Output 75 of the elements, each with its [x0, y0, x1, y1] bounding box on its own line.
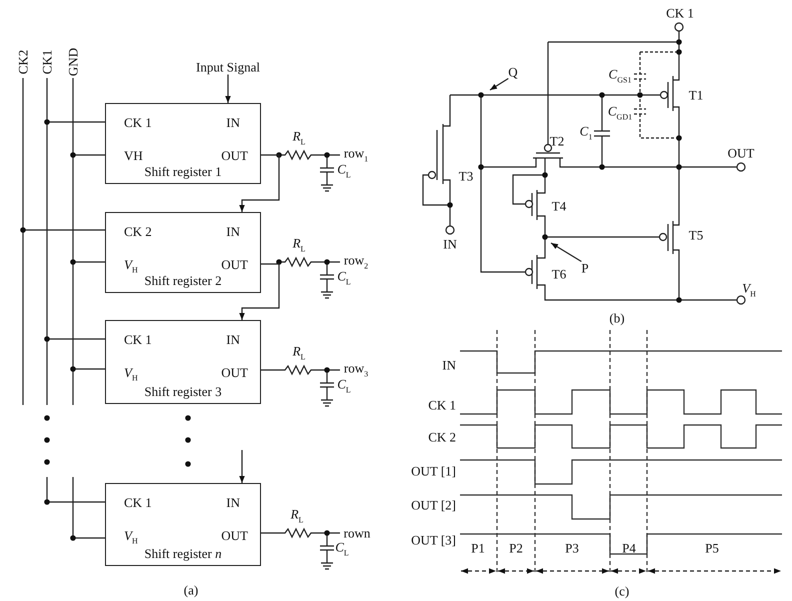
resistor-label: R$_{L}$ — [290, 508, 304, 524]
register-title: Shift register n — [143, 547, 223, 560]
phase-label: P4 — [622, 542, 636, 554]
terminal-label: IN — [443, 238, 457, 250]
port-label: V$_{H}$ — [124, 258, 138, 275]
signal-label: OUT [1] — [411, 464, 456, 478]
arrow — [239, 154, 280, 212]
arrow — [239, 263, 280, 320]
resistor-label: R$_{L}$ — [292, 236, 306, 254]
bus-label: CK2 — [16, 50, 30, 74]
terminal-label: CK 1 — [666, 6, 694, 20]
port-label: IN — [226, 225, 240, 238]
row-label: row$_{1}$ — [344, 146, 368, 164]
node-label: Q — [508, 66, 518, 78]
leader-line — [550, 242, 582, 262]
capacitor-label: C$_{L}$ — [335, 540, 349, 558]
port-label: IN — [226, 333, 240, 346]
signal-label: CK 1 — [428, 398, 456, 412]
phase-label: P3 — [565, 542, 579, 554]
port-label: IN — [226, 116, 240, 129]
capacitor-label: C$_{L}$ — [337, 378, 351, 394]
resistor-label: R$_{L}$ — [292, 130, 306, 146]
port-label: OUT — [221, 529, 248, 542]
port-label: VH — [124, 149, 143, 162]
phase-label: P5 — [705, 542, 719, 554]
port-label: OUT — [221, 149, 248, 162]
panel-label: (b) — [609, 312, 625, 324]
transistor-label: T1 — [688, 88, 704, 102]
arrow — [239, 450, 245, 483]
transistor-label: T6 — [552, 268, 566, 280]
port-label: V$_{H}$ — [124, 529, 138, 546]
capacitor-label: C$_{1}$ — [580, 124, 592, 142]
arrow — [225, 74, 231, 103]
register-title: Shift register 3 — [143, 385, 223, 398]
input-label: Input Signal — [196, 60, 260, 74]
capacitance-label: C$_{GD1}$ — [608, 104, 632, 122]
signal-label: IN — [442, 358, 456, 372]
port-label: IN — [226, 496, 240, 509]
transistor-label: T3 — [458, 170, 474, 182]
leader-line — [490, 78, 509, 90]
signal-label: OUT [3] — [411, 534, 456, 546]
port-label: CK 2 — [124, 225, 152, 238]
phase-label: P2 — [509, 542, 523, 554]
transistor-label: T4 — [552, 200, 566, 212]
port-label: OUT — [221, 258, 248, 271]
terminal-label: V$_{H}$ — [742, 282, 756, 298]
row-label: row$_{2}$ — [344, 254, 368, 270]
node-label: P — [581, 262, 589, 274]
signal-label: CK 2 — [428, 430, 456, 444]
terminal-label: OUT — [728, 146, 754, 160]
bus-label: CK1 — [40, 50, 54, 74]
port-label: V$_{H}$ — [124, 366, 138, 383]
port-label: CK 1 — [124, 333, 152, 346]
row-label: row$_{3}$ — [344, 362, 368, 378]
port-label: CK 1 — [124, 116, 152, 129]
shift-register-box — [105, 212, 261, 293]
phase-label: P1 — [471, 542, 485, 554]
port-label: OUT — [221, 366, 248, 379]
row-label: rown — [344, 526, 370, 540]
register-title: Shift register 2 — [143, 274, 223, 287]
signal-label: OUT [2] — [411, 498, 456, 512]
panel-label: (c) — [614, 584, 630, 598]
bus-label: GND — [66, 48, 80, 76]
transistor-label: T2 — [550, 134, 564, 148]
resistor-label: R$_{L}$ — [292, 344, 306, 362]
shift-register-box — [105, 483, 261, 566]
transistor-label: T5 — [688, 228, 704, 242]
panel-label: (a) — [184, 584, 198, 596]
shift-register-box — [105, 103, 261, 184]
capacitor-label: C$_{L}$ — [337, 270, 351, 286]
capacitance-label: C$_{GS1}$ — [608, 68, 632, 84]
port-label: CK 1 — [124, 496, 152, 509]
capacitor-label: C$_{L}$ — [337, 162, 351, 180]
register-title: Shift register 1 — [143, 165, 223, 178]
shift-register-box — [105, 320, 261, 404]
